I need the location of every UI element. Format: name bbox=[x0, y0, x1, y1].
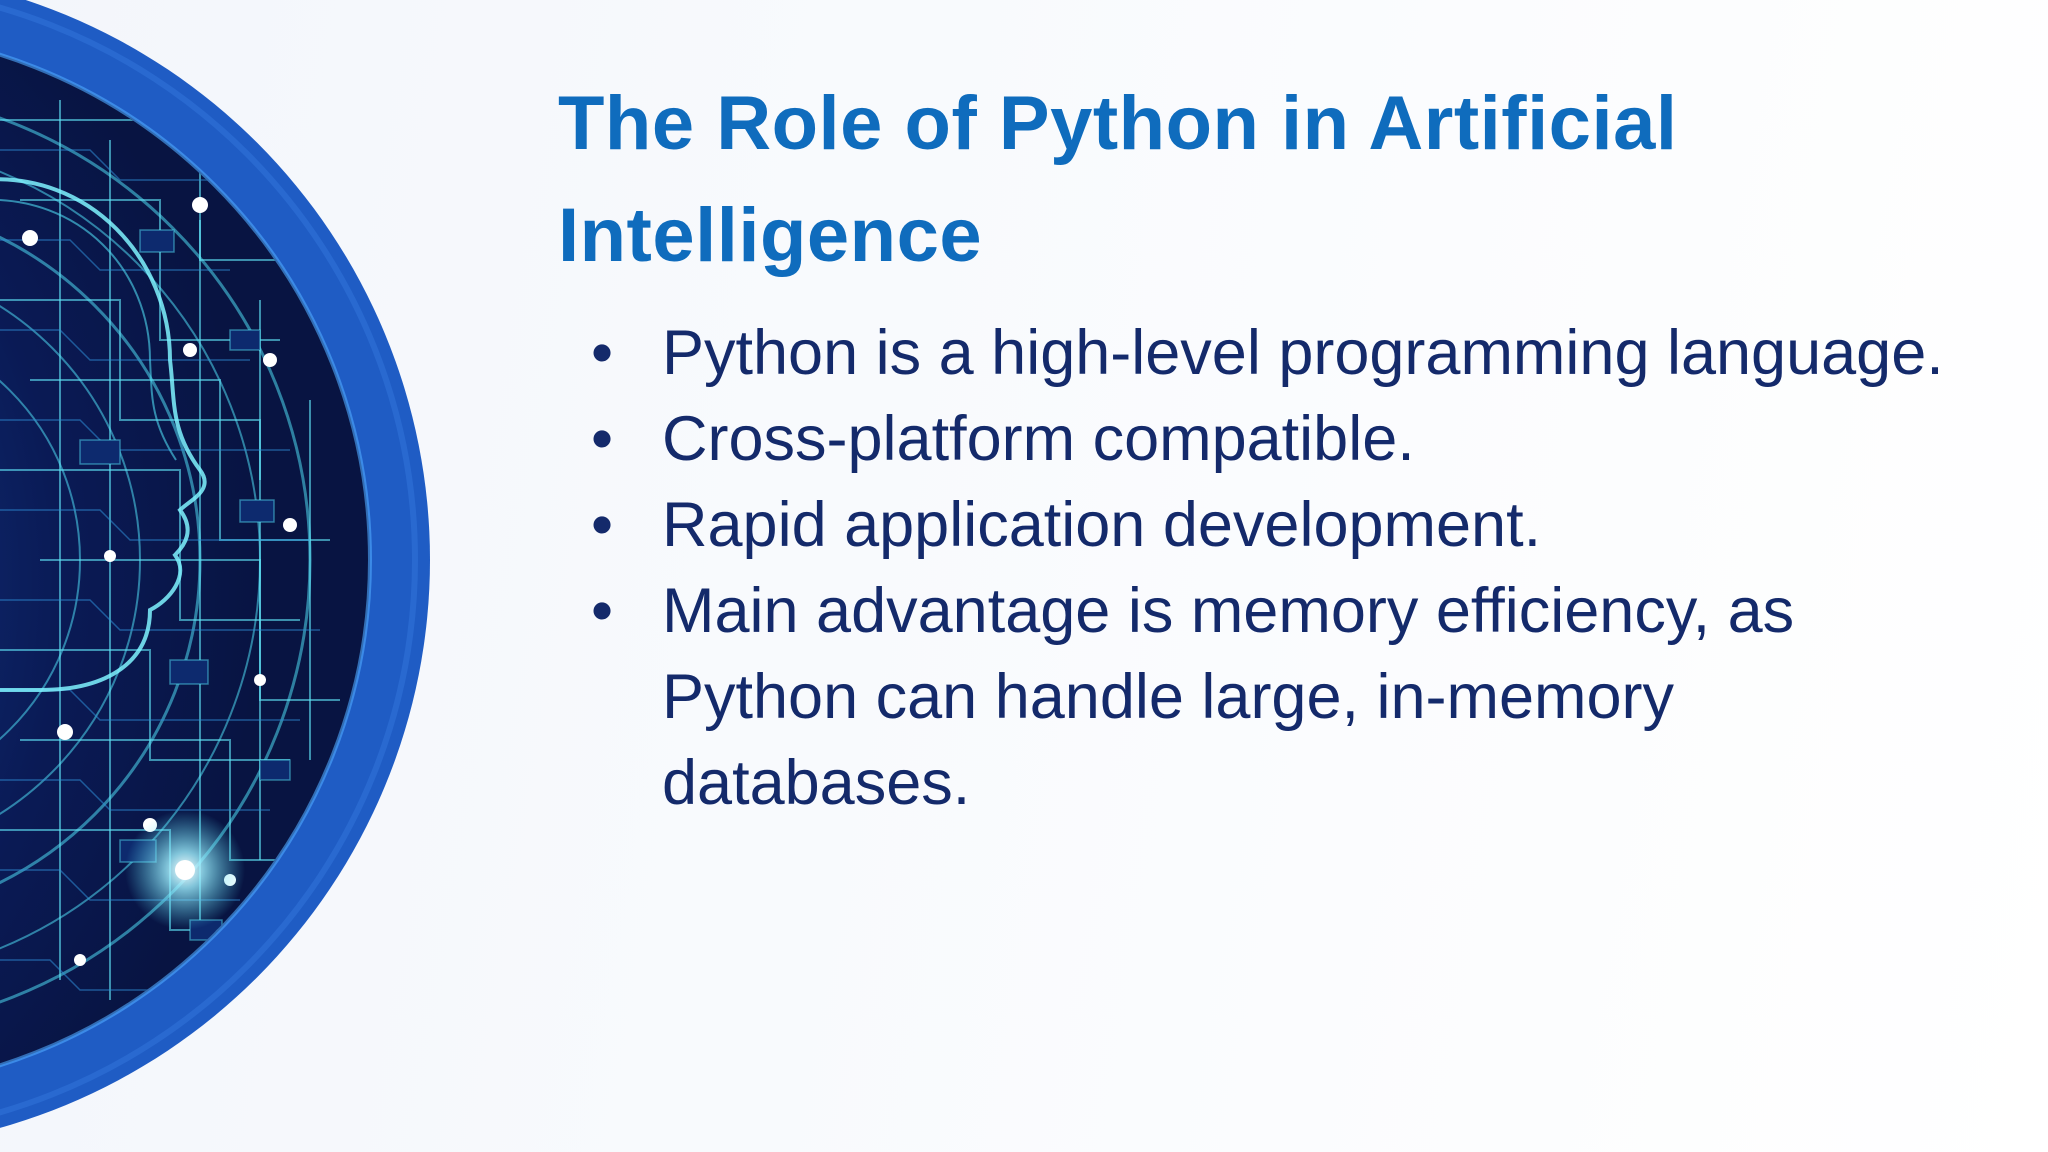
bullet-text: Python is a high-level programming langu… bbox=[662, 318, 1944, 388]
circuit-traces bbox=[0, 88, 340, 1032]
bullet-item: • Main advantage is memory efficiency, a… bbox=[558, 568, 1978, 826]
bullet-marker: • bbox=[590, 576, 614, 646]
slide-title: The Role of Python in Artificial Intelli… bbox=[558, 81, 1678, 278]
bullet-text: Main advantage is memory efficiency, as … bbox=[662, 576, 1795, 818]
bullet-marker: • bbox=[590, 318, 614, 388]
bullet-text: Rapid application development. bbox=[662, 490, 1542, 560]
circuit-globe-graphic bbox=[0, 0, 430, 1128]
bullet-item: • Python is a high-level programming lan… bbox=[558, 310, 1978, 396]
bullet-list: • Python is a high-level programming lan… bbox=[558, 310, 1978, 826]
bullet-text: Cross-platform compatible. bbox=[662, 404, 1415, 474]
bullet-item: • Cross-platform compatible. bbox=[558, 396, 1978, 482]
bullet-item: • Rapid application development. bbox=[558, 482, 1978, 568]
bullet-marker: • bbox=[590, 490, 614, 560]
bullet-marker: • bbox=[590, 404, 614, 474]
